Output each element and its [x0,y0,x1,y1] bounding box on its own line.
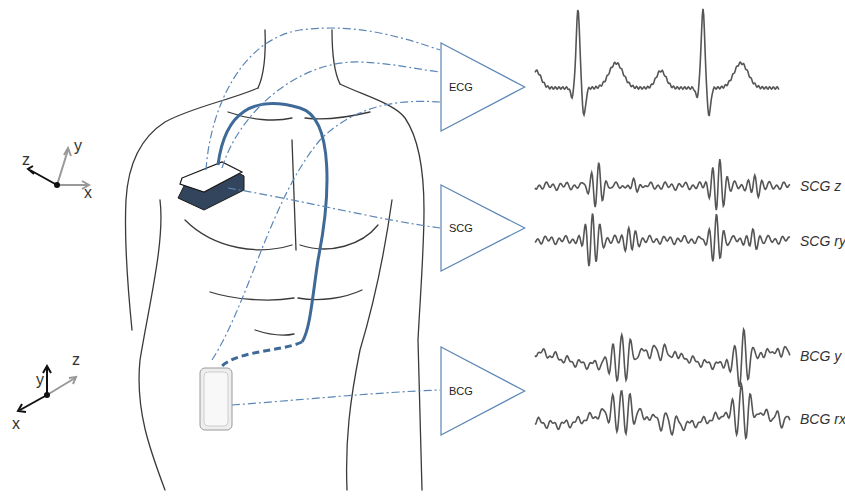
amplifier-triangle: ECG [440,42,526,132]
cable-hidden [222,342,302,366]
triangle-shape [441,43,525,131]
axes-top [28,148,89,189]
belly-device [200,368,232,430]
amplifier-label: SCG [449,222,473,234]
axis-label: x [12,415,20,433]
chest-device [178,162,244,210]
amplifier-label: ECG [449,81,473,93]
waveform-trace [535,159,790,210]
signal-name: SCG z [800,178,841,194]
signal-name: BCG y [800,348,841,364]
axis-label: z [22,151,30,169]
waveforms [535,9,790,438]
triangle-shape [441,347,525,435]
waveform-trace [535,385,790,439]
amplifier-triangle: BCG [440,346,526,436]
amplifier-label: BCG [449,385,473,397]
waveform-trace [535,329,790,386]
axis-label: x [84,184,92,202]
axes-bottom [18,366,76,412]
amplifier-triangle: SCG [440,184,526,272]
waveform-trace [535,9,779,115]
signal-leads [206,28,440,405]
torso-sketch [125,30,424,490]
axis-label: y [74,137,82,155]
waveform-trace [535,213,790,266]
signal-name: BCG rx [800,411,845,427]
axis-label: y [36,371,44,389]
signal-name: SCG ry [800,233,845,249]
axis-label: z [72,351,80,369]
triangle-shape [441,185,525,271]
